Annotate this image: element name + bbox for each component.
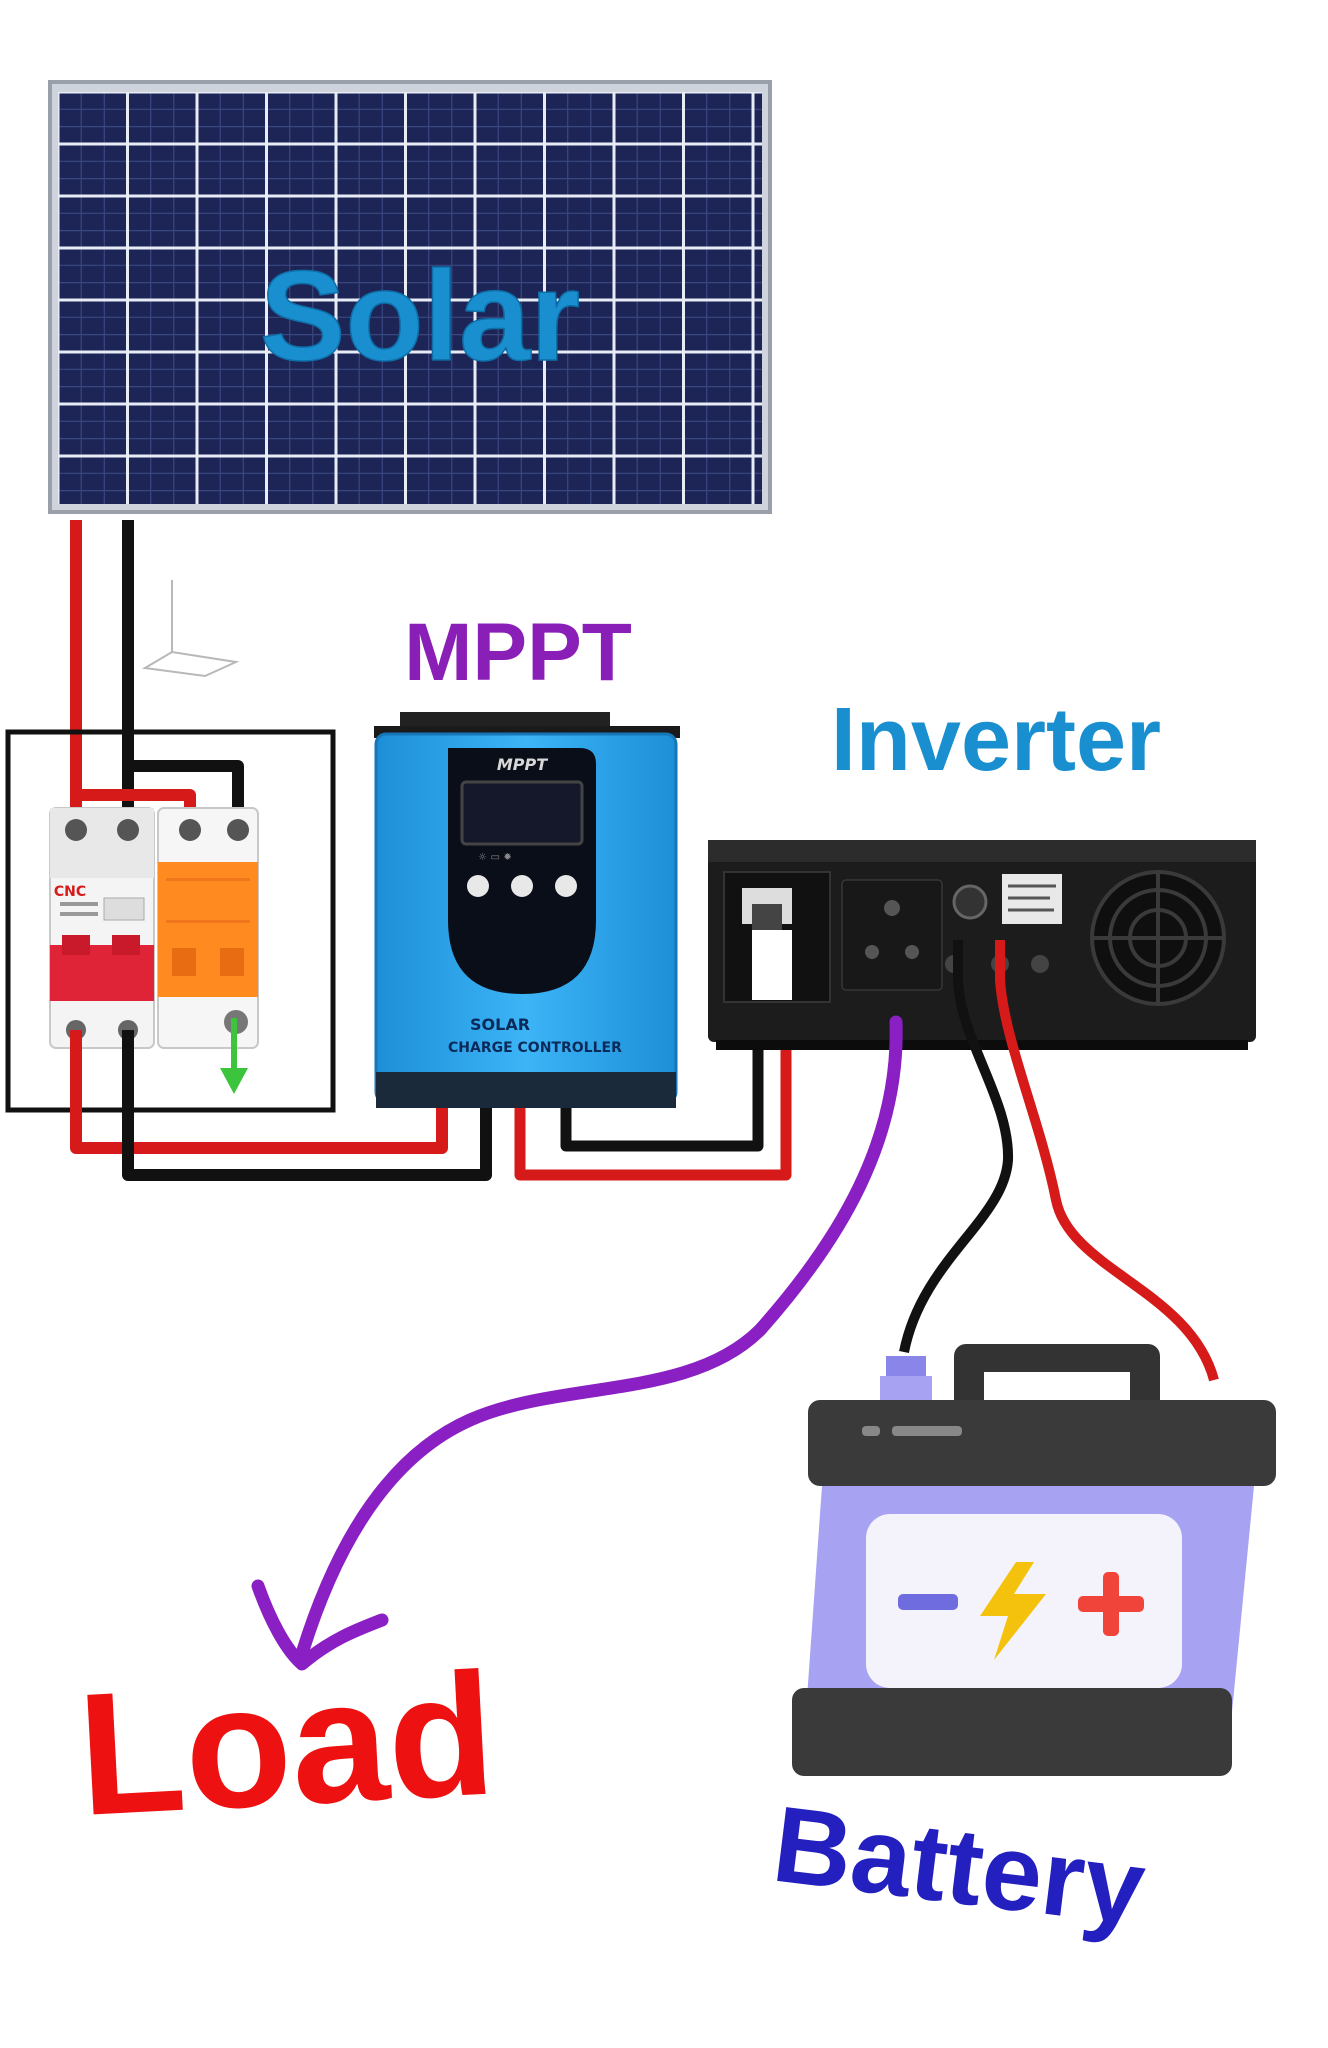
- load-wire: [251, 1015, 903, 1671]
- battery: [792, 1344, 1276, 1776]
- ground-arrow-icon: [220, 1018, 248, 1094]
- controller-line1: SOLAR: [470, 1015, 530, 1034]
- load-label: Load: [74, 1635, 499, 1851]
- solar-label: Solar: [260, 245, 580, 388]
- battery-label: Battery: [767, 1783, 1151, 1948]
- dc-breaker: CNC: [49, 807, 155, 1049]
- ground-symbol: [142, 580, 240, 678]
- minus-icon: [898, 1594, 958, 1610]
- inverter: Inverter: [708, 690, 1256, 1050]
- mppt-controller: MPPT MPPT ☼ ▭ ✹ SOLAR CHARGE CONTROLLER: [374, 607, 680, 1108]
- controller-right-button[interactable]: [555, 875, 577, 897]
- solar-panel: Solar: [48, 80, 772, 514]
- breaker-brand: CNC: [54, 884, 86, 900]
- battery-wires: [899, 940, 1219, 1382]
- controller-left-button[interactable]: [467, 875, 489, 897]
- surge-protector: [157, 807, 259, 1049]
- controller-line2: CHARGE CONTROLLER: [448, 1040, 622, 1056]
- breaker-output-wires: [70, 1030, 492, 1181]
- power-socket-icon: [841, 879, 943, 991]
- indicator-icons: ☼ ▭ ✹: [478, 852, 512, 863]
- controller-ok-button[interactable]: [511, 875, 533, 897]
- lightning-icon: [980, 1562, 1046, 1660]
- inverter-label: Inverter: [831, 690, 1161, 790]
- plus-icon: [1078, 1572, 1144, 1636]
- controller-brand: MPPT: [497, 755, 548, 774]
- fan-icon: [1090, 870, 1226, 1006]
- breaker-enclosure: CNC: [5, 729, 336, 1113]
- mppt-label: MPPT: [404, 607, 632, 698]
